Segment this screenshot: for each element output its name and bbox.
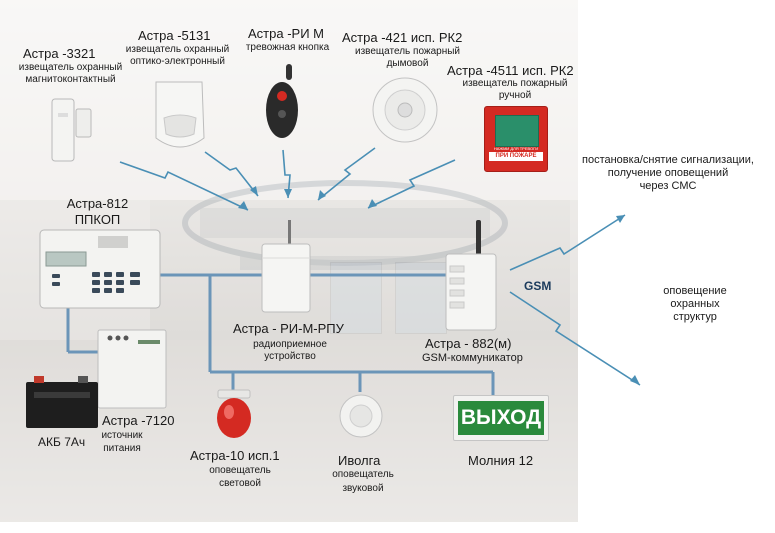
- watermark-logo: [182, 180, 508, 270]
- output-top-line2: получение оповещений: [607, 167, 729, 179]
- astra3321-desc2: магнитоконтактный: [25, 74, 116, 85]
- exit-sign-text: ВЫХОД: [458, 401, 544, 435]
- astra7120-desc2: питания: [103, 443, 141, 454]
- astra421-name: Астра -421 исп. РК2: [342, 30, 463, 45]
- radio-arrows: [119, 147, 641, 386]
- astra5131-desc1: извещатель охранный: [125, 44, 230, 55]
- astra-rim-name: Астра -РИ М: [248, 26, 324, 41]
- astra10-desc1: оповещатель: [209, 465, 271, 476]
- output-bottom-line3: структур: [673, 311, 717, 323]
- astra882-desc1: GSM-коммуникатор: [422, 352, 523, 364]
- ivolga-desc1: оповещатель: [332, 469, 394, 480]
- sound-annunciator-icon: [339, 394, 383, 438]
- battery-icon: [26, 376, 98, 428]
- output-bottom-line2: охранных: [670, 298, 720, 310]
- output-top-line1: постановка/снятие сигнализации,: [582, 154, 754, 166]
- radio-receiver-icon: [261, 220, 311, 313]
- gsm-label: GSM: [524, 279, 552, 293]
- astra812-name2: ППКОП: [74, 212, 121, 227]
- magnetic-contact-sensor-icon: [51, 98, 92, 162]
- radio-arrow-5131: [204, 151, 259, 197]
- manual-call-point-icon: НАЖМИ ДЛЯ ТРЕВОГИ ПРИ ПОЖАРЕ: [484, 106, 548, 172]
- light-annunciator-icon: [217, 389, 251, 438]
- astra5131-name: Астра -5131: [138, 28, 211, 43]
- astra882-name: Астра - 882(м): [425, 336, 512, 351]
- battery-name: АКБ 7Ач: [38, 435, 86, 449]
- astra421-desc1: извещатель пожарный: [355, 46, 460, 57]
- ivolga-name: Иволга: [338, 453, 381, 468]
- ivolga-desc2: звуковой: [342, 483, 384, 494]
- manual-call-point-label: ПРИ ПОЖАРЕ: [489, 152, 543, 161]
- astra-rim-desc1: тревожная кнопка: [245, 42, 330, 53]
- smoke-detector-icon: [372, 77, 438, 143]
- gsm-arrow-up: [509, 214, 626, 271]
- molniya-name: Молния 12: [468, 453, 534, 468]
- motion-detector-icon: [155, 81, 205, 148]
- radio-arrow-421: [317, 147, 376, 201]
- arrow-heads: [238, 186, 640, 385]
- astra-rpu-desc2: устройство: [264, 351, 316, 362]
- output-bottom-line1: оповещение: [663, 285, 727, 297]
- manual-call-point-top-text: НАЖМИ ДЛЯ ТРЕВОГИ: [493, 146, 539, 151]
- exit-sign-icon: ВЫХОД: [453, 395, 549, 441]
- astra4511-name: Астра -4511 исп. РК2: [447, 63, 574, 78]
- astra421-desc2: дымовой: [386, 58, 429, 69]
- gsm-communicator-icon: [445, 220, 497, 331]
- astra7120-name: Астра -7120: [102, 413, 175, 428]
- radio-arrow-4511: [367, 159, 456, 209]
- astra4511-desc1: извещатель пожарный: [462, 78, 568, 89]
- astra3321-name: Астра -3321: [23, 46, 96, 61]
- control-panel-icon: [39, 229, 161, 309]
- output-top-line3: через СМС: [639, 180, 697, 192]
- astra-rpu-name: Астра - РИ-М-РПУ: [233, 321, 344, 336]
- power-supply-icon: [97, 329, 167, 409]
- panic-button-fob-icon: [266, 64, 298, 138]
- radio-arrow-3321: [119, 161, 249, 211]
- astra10-name: Астра-10 исп.1: [190, 448, 280, 463]
- manual-call-point-glass: [495, 115, 539, 147]
- gsm-arrow-down: [509, 291, 641, 386]
- radio-arrow-rim: [282, 149, 291, 199]
- astra-rpu-desc1: радиоприемное: [253, 339, 327, 350]
- wired-links: [66, 273, 495, 395]
- astra812-name1: Астра-812: [66, 196, 129, 211]
- astra7120-desc1: источник: [101, 430, 143, 441]
- astra4511-desc2: ручной: [498, 90, 532, 101]
- astra3321-desc1: извещатель охранный: [18, 62, 123, 73]
- astra10-desc2: световой: [219, 478, 261, 489]
- astra5131-desc2: оптико-электронный: [130, 56, 225, 67]
